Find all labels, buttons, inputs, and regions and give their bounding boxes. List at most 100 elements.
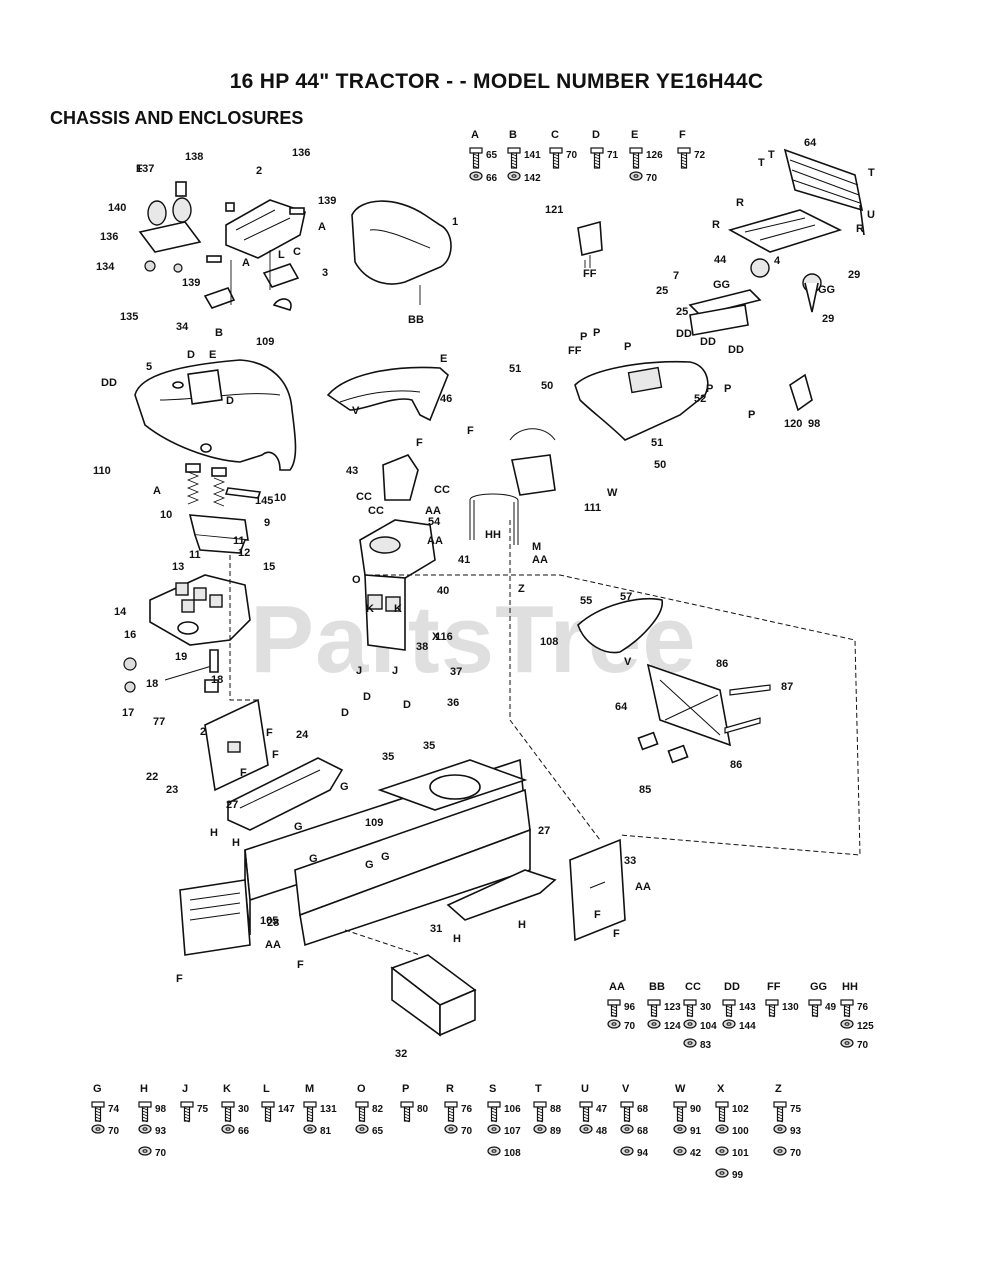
nut-icon bbox=[138, 1124, 152, 1134]
part-number: 96 bbox=[624, 1002, 636, 1013]
part-number: 141 bbox=[524, 150, 541, 161]
callout-label: 41 bbox=[458, 554, 470, 566]
callout-label: 14 bbox=[114, 606, 127, 618]
bolt-head-icon bbox=[507, 147, 521, 154]
callout-label: 140 bbox=[108, 202, 126, 214]
nut-icon bbox=[444, 1124, 458, 1134]
part-number: 126 bbox=[646, 150, 663, 161]
callout-label: GG bbox=[713, 279, 730, 291]
part-number: 48 bbox=[596, 1126, 608, 1137]
nut-icon bbox=[773, 1146, 787, 1156]
callout-label: 57 bbox=[620, 591, 632, 603]
bolt-head-icon bbox=[773, 1101, 787, 1108]
part-number: 144 bbox=[739, 1021, 756, 1032]
hardware-letter: H bbox=[140, 1083, 148, 1095]
nut-icon bbox=[138, 1146, 152, 1156]
bolt-shank-icon bbox=[510, 152, 518, 169]
callout-label: FF bbox=[568, 345, 582, 357]
callout-label: M bbox=[532, 541, 541, 553]
seat-bracket-assembly bbox=[138, 181, 306, 311]
callout-label: 11 bbox=[189, 549, 201, 561]
callout-label: Z bbox=[518, 583, 525, 595]
callout-label: E bbox=[440, 353, 447, 365]
part-number: 65 bbox=[486, 150, 498, 161]
bolt-head-icon bbox=[180, 1101, 194, 1108]
hardware-letter: T bbox=[535, 1083, 542, 1095]
callout-label: 136 bbox=[292, 147, 310, 159]
callout-label: AA bbox=[265, 939, 281, 951]
callout-label: J bbox=[356, 665, 362, 677]
bolt-head-icon bbox=[683, 999, 697, 1006]
bolt-head-icon bbox=[715, 1101, 729, 1108]
callout-label: D bbox=[341, 707, 349, 719]
bolt-head-icon bbox=[549, 147, 563, 154]
bolt-head-icon bbox=[533, 1101, 547, 1108]
callout-label: BB bbox=[408, 314, 424, 326]
part-number: 104 bbox=[700, 1021, 717, 1032]
bolt-head-icon bbox=[303, 1101, 317, 1108]
callout-label: D bbox=[403, 699, 411, 711]
mid-hardware-row: AA9670BB123124CC3010483DD143144FF130GG49… bbox=[607, 981, 874, 1051]
dash-console bbox=[326, 366, 449, 651]
part-number: 101 bbox=[732, 1148, 749, 1159]
callout-label: CC bbox=[368, 505, 384, 517]
part-number: 65 bbox=[372, 1126, 384, 1137]
callout-label: T bbox=[758, 157, 765, 169]
callout-label: FF bbox=[583, 268, 597, 280]
callout-label: F bbox=[176, 973, 183, 985]
hardware-D: D71 bbox=[590, 129, 619, 169]
nut-icon bbox=[715, 1168, 729, 1178]
nut-icon bbox=[469, 171, 483, 181]
callout-label: AA bbox=[427, 535, 443, 547]
front-panel-2 bbox=[204, 698, 269, 792]
part-number: 66 bbox=[238, 1126, 250, 1137]
callout-label: CC bbox=[434, 484, 450, 496]
part-number: 88 bbox=[550, 1104, 562, 1115]
part-number: 123 bbox=[664, 1002, 681, 1013]
bracket-120 bbox=[789, 373, 813, 412]
callout-label: 50 bbox=[654, 459, 666, 471]
bolt-head-icon bbox=[765, 999, 779, 1006]
part-number: 82 bbox=[372, 1104, 384, 1115]
callout-label: 98 bbox=[808, 418, 820, 430]
part-number: 66 bbox=[486, 173, 498, 184]
hardware-letter: M bbox=[305, 1083, 314, 1095]
callout-label: G bbox=[309, 853, 318, 865]
bolt-head-icon bbox=[91, 1101, 105, 1108]
part-number: 124 bbox=[664, 1021, 681, 1032]
callout-label: B bbox=[215, 327, 223, 339]
callout-label: E bbox=[209, 349, 216, 361]
callout-label: P bbox=[706, 383, 713, 395]
callout-label: H bbox=[232, 837, 240, 849]
callout-label: 44 bbox=[714, 254, 727, 266]
nut-icon bbox=[840, 1019, 854, 1029]
callout-label: H bbox=[210, 827, 218, 839]
callout-label: 46 bbox=[440, 393, 452, 405]
callout-label: F bbox=[467, 425, 474, 437]
callout-label: F bbox=[297, 959, 304, 971]
lift-handle-54 bbox=[469, 493, 519, 545]
callout-label: A bbox=[318, 221, 326, 233]
nut-icon bbox=[579, 1124, 593, 1134]
front-grille-28 bbox=[179, 879, 251, 956]
callout-label: G bbox=[340, 781, 349, 793]
callout-label: 25 bbox=[656, 285, 668, 297]
frame-31 bbox=[244, 758, 531, 947]
bolt-head-icon bbox=[590, 147, 604, 154]
callout-label: 32 bbox=[395, 1048, 407, 1060]
hardware-C: C70 bbox=[549, 129, 578, 169]
hardware-letter: W bbox=[675, 1083, 686, 1095]
hardware-letter: A bbox=[471, 129, 479, 141]
callout-label: 64 bbox=[804, 137, 817, 149]
part-number: 70 bbox=[857, 1040, 869, 1051]
hardware-letter: E bbox=[631, 129, 638, 141]
bolt-head-icon bbox=[400, 1101, 414, 1108]
